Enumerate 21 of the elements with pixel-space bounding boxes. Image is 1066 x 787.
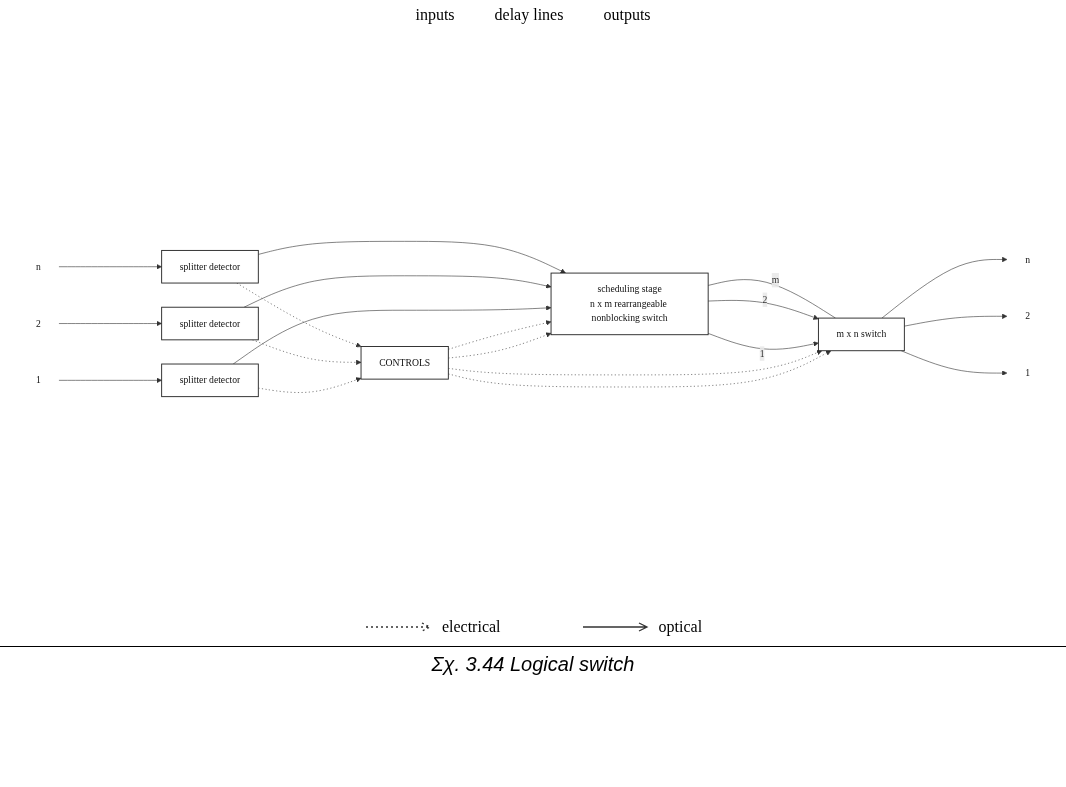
- node-box: splitter detector: [161, 306, 259, 341]
- node-text: 2: [1025, 310, 1031, 322]
- node-text: n: [35, 261, 41, 272]
- edge-label: m: [771, 274, 780, 285]
- node-box: CONTROLS: [360, 346, 449, 380]
- label-text: delay lines: [494, 6, 564, 24]
- edge-label: 1: [759, 348, 765, 359]
- node-text: 1: [35, 374, 41, 386]
- node-text: 1: [1025, 367, 1031, 378]
- figure-caption: Σχ. 3.44 Logical switch: [0, 646, 1066, 676]
- node-box: splitter detector: [161, 249, 259, 284]
- node-box: m x n switch: [817, 317, 905, 352]
- legend-label: electrical: [441, 618, 501, 636]
- legend-label: optical: [658, 618, 703, 636]
- node-text: n: [1025, 254, 1031, 265]
- label-text: outputs: [603, 6, 651, 24]
- node-box: scheduling stage n x m rearrangeable nonblocking switch: [550, 272, 709, 336]
- label-text: inputs: [415, 6, 455, 24]
- node-text: 2: [35, 318, 41, 329]
- node-box: splitter detector: [161, 363, 259, 398]
- edge-label: 2: [762, 294, 768, 305]
